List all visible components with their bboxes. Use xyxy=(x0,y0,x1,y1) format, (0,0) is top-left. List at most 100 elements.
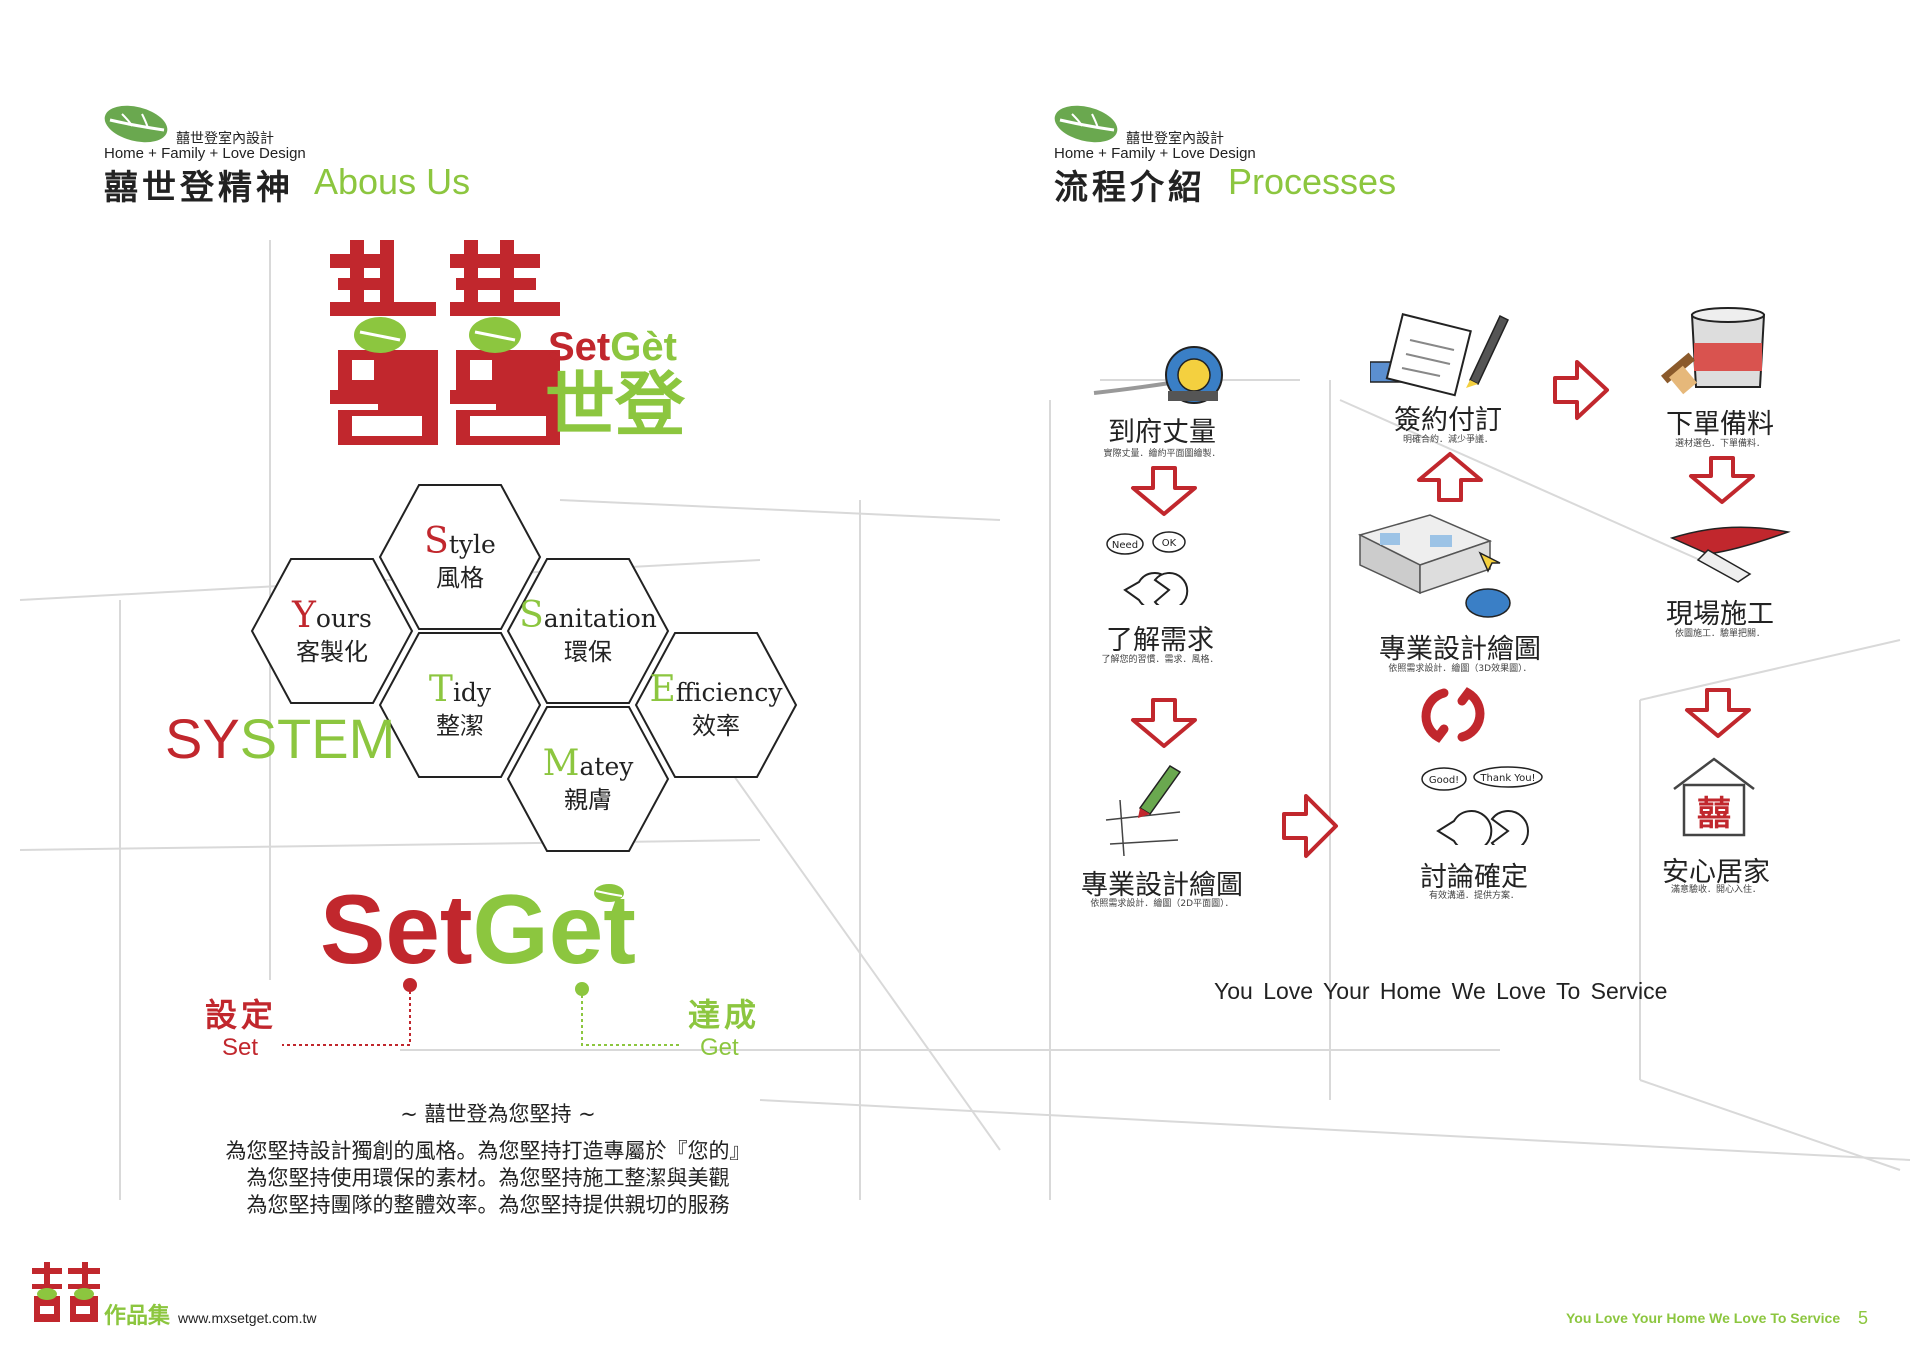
step-title: 下單備料 xyxy=(1666,409,1774,440)
step-subtitle: 依照需求設計．繪圖（2D平面圖）． xyxy=(1090,899,1234,909)
set-en-label: Set xyxy=(222,1034,259,1061)
hexagon-style: Style 風格 xyxy=(378,483,542,631)
refresh-arrows-icon xyxy=(1421,687,1485,743)
system-label: SYSTEM xyxy=(165,706,395,771)
hex-cap: S xyxy=(519,595,544,636)
brand-tagline: Home + Family + Love Design xyxy=(104,145,306,162)
hexagon-yours: Yours 客製化 xyxy=(250,557,414,705)
footer-slogan: You Love Your Home We Love To Service xyxy=(1566,1310,1841,1326)
down-arrow-icon xyxy=(1131,466,1197,516)
hex-zh: 風格 xyxy=(436,564,484,592)
bubble-text: OK xyxy=(1162,538,1177,549)
page-title-zh: 流程介紹 xyxy=(1054,168,1206,208)
system-stem: STEM xyxy=(239,707,396,770)
hex-cap: T xyxy=(428,669,453,710)
step-subtitle: 選材選色．下單備料． xyxy=(1674,439,1766,449)
3d-model-icon xyxy=(1357,514,1511,618)
step-title: 現場施工 xyxy=(1666,599,1774,630)
bubble-text: Thank You! xyxy=(1479,773,1535,784)
page-number: 5 xyxy=(1858,1308,1869,1328)
commitment-line: 為您堅持團隊的整體效率。為您堅持提供親切的服務 xyxy=(246,1193,730,1217)
hex-zh: 整潔 xyxy=(436,712,484,740)
setget-connectors xyxy=(282,978,682,1046)
bubble-text: Need xyxy=(1112,540,1138,551)
small-leaf-icon xyxy=(594,884,624,902)
footer-portfolio-label: 作品集 xyxy=(104,1304,171,1329)
step-title: 專業設計繪圖 xyxy=(1379,634,1541,665)
brand-name: 囍世登室內設計 xyxy=(1126,131,1224,147)
step-subtitle: 滿意驗收．開心入住． xyxy=(1670,885,1762,895)
commitment-line: 為您堅持使用環保的素材。為您堅持施工整潔與美觀 xyxy=(246,1166,730,1190)
footer-url[interactable]: www.mxsetget.com.tw xyxy=(178,1310,317,1326)
down-arrow-icon xyxy=(1685,688,1751,738)
commitment-line: 為您堅持設計獨創的風格。為您堅持打造專屬於『您的』 xyxy=(225,1139,751,1163)
step-title: 到府丈量 xyxy=(1108,417,1216,448)
leaf-logo-icon xyxy=(1054,105,1118,143)
paint-bucket-icon xyxy=(1660,307,1766,395)
step-subtitle: 明確合約．減少爭議． xyxy=(1402,435,1494,445)
step-subtitle: 有效溝通．提供方案． xyxy=(1428,891,1520,901)
conversation-icon: Need OK xyxy=(1106,531,1189,605)
hex-zh: 客製化 xyxy=(296,638,368,666)
step-subtitle: 依圖施工．驗單把關． xyxy=(1674,629,1766,639)
commitment-heading: ~ 囍世登為您堅持 ~ xyxy=(400,1102,596,1126)
right-arrow-icon xyxy=(1553,360,1609,420)
hex-en: anitation xyxy=(543,604,657,633)
page-title-en: Abous Us xyxy=(314,161,471,202)
logo-en-text: SetGèt xyxy=(548,325,677,369)
get-zh-label: 達成 xyxy=(688,996,761,1034)
step-title: 簽約付訂 xyxy=(1394,405,1502,436)
page-title-zh: 囍世登精神 xyxy=(104,168,294,208)
down-arrow-icon xyxy=(1131,698,1197,748)
right-arrow-icon xyxy=(1282,794,1338,858)
step-subtitle: 依照需求設計．繪圖（3D效果圖）． xyxy=(1388,664,1532,674)
brand-tagline: Home + Family + Love Design xyxy=(1054,145,1256,162)
process-slogan: You Love Your Home We Love To Service xyxy=(1214,978,1668,1004)
hex-en: atey xyxy=(579,752,634,781)
hex-en: idy xyxy=(452,678,492,707)
hex-en: fficiency xyxy=(675,678,783,707)
pencil-drawing-icon xyxy=(1105,765,1182,857)
trowel-icon xyxy=(1669,526,1791,583)
up-arrow-icon xyxy=(1417,452,1483,502)
logo-en-get: Gèt xyxy=(610,325,677,369)
page-title-en: Processes xyxy=(1228,161,1397,202)
hex-cap: Y xyxy=(292,595,316,636)
hex-en: tyle xyxy=(448,530,496,559)
step-subtitle: 了解您的習慣．需求．風格． xyxy=(1101,655,1219,665)
footer-logo-icon xyxy=(32,1262,100,1322)
hexagon-efficiency: Efficiency 效率 xyxy=(634,631,798,779)
step-title: 了解需求 xyxy=(1106,625,1214,656)
get-en-label: Get xyxy=(700,1034,739,1061)
contract-pen-icon xyxy=(1370,313,1509,397)
hex-zh: 環保 xyxy=(564,638,612,666)
hexagon-tidy: Tidy 整潔 xyxy=(378,631,542,779)
brand-name: 囍世登室內設計 xyxy=(176,131,274,147)
step-subtitle: 實際丈量．繪約平面圖繪製． xyxy=(1103,449,1221,459)
down-arrow-icon xyxy=(1689,456,1755,504)
step-title: 討論確定 xyxy=(1420,862,1528,893)
hexagon-matey: Matey 親膚 xyxy=(506,705,670,853)
leaf-logo-icon xyxy=(104,105,168,143)
bubble-text: Good! xyxy=(1429,775,1459,786)
system-sy: SY xyxy=(165,707,240,770)
conversation-icon: Good! Thank You! xyxy=(1421,766,1543,845)
double-happiness-logo xyxy=(330,240,560,445)
hex-cap: S xyxy=(424,521,449,562)
hex-cap: E xyxy=(649,669,676,710)
logo-zh-text: 世登 xyxy=(545,364,685,446)
set-zh-label: 設定 xyxy=(205,996,278,1034)
home-icon: 囍 xyxy=(1673,757,1755,837)
step-title: 安心居家 xyxy=(1662,857,1770,888)
setget-set: Set xyxy=(320,874,473,984)
hex-en: ours xyxy=(315,604,372,633)
step-title: 專業設計繪圖 xyxy=(1081,870,1243,901)
hex-zh: 效率 xyxy=(692,712,740,740)
tape-measure-icon xyxy=(1093,346,1223,404)
house-glyph: 囍 xyxy=(1697,794,1731,834)
double-happiness-glyph xyxy=(330,240,560,445)
hex-cap: M xyxy=(542,743,580,784)
hex-zh: 親膚 xyxy=(564,786,612,814)
hexagon-sanitation: Sanitation 環保 xyxy=(506,557,670,705)
